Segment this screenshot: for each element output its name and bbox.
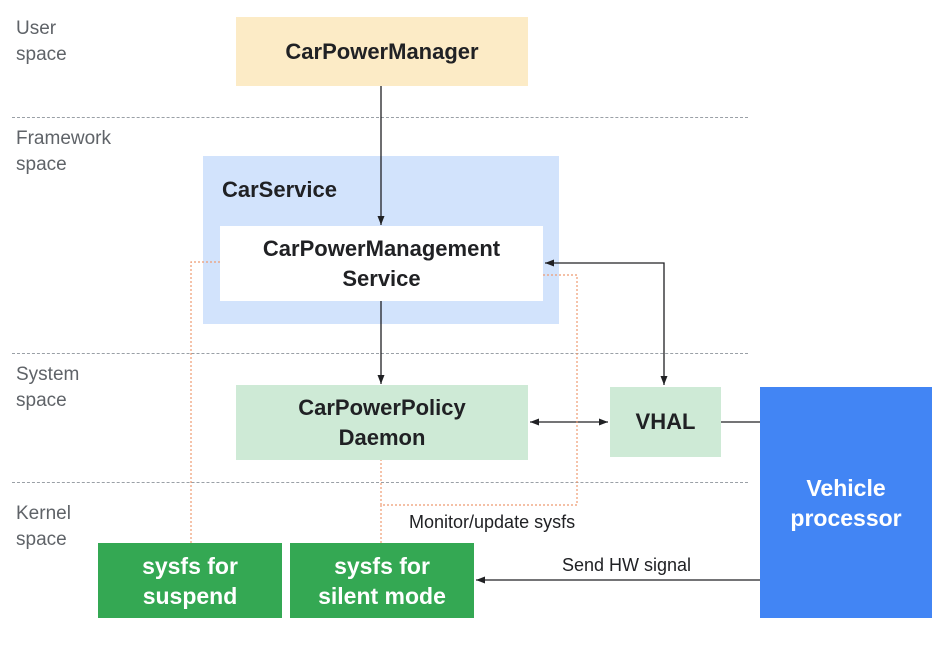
layer-label-system: System space <box>16 364 80 411</box>
vhal-node: VHAL <box>610 387 721 457</box>
car-power-policy-daemon-node: CarPowerPolicy Daemon <box>236 385 528 460</box>
divider-user-framework <box>12 117 748 118</box>
vehicle-processor-node: Vehicle processor <box>760 387 932 618</box>
dotted-link-suspend <box>190 261 220 543</box>
edge-service-vhal <box>545 259 668 385</box>
divider-framework-system <box>12 353 748 354</box>
layer-label-user: User space <box>16 18 67 65</box>
edge-label-send-hw-signal: Send HW signal <box>562 555 692 575</box>
car-power-management-service-node: CarPowerManagement Service <box>220 226 543 301</box>
car-power-manager-node: CarPowerManager <box>236 17 528 86</box>
layer-label-kernel: Kernel space <box>16 503 71 550</box>
divider-system-kernel <box>12 482 748 483</box>
sysfs-silent-mode-node: sysfs for silent mode <box>290 543 474 618</box>
sysfs-suspend-node: sysfs for suspend <box>98 543 282 618</box>
layer-label-framework: Framework space <box>16 128 112 175</box>
edge-label-monitor-update-sysfs: Monitor/update sysfs <box>409 512 576 532</box>
car-service-label: CarService <box>222 177 337 202</box>
dotted-link-silent-mode <box>380 274 578 506</box>
